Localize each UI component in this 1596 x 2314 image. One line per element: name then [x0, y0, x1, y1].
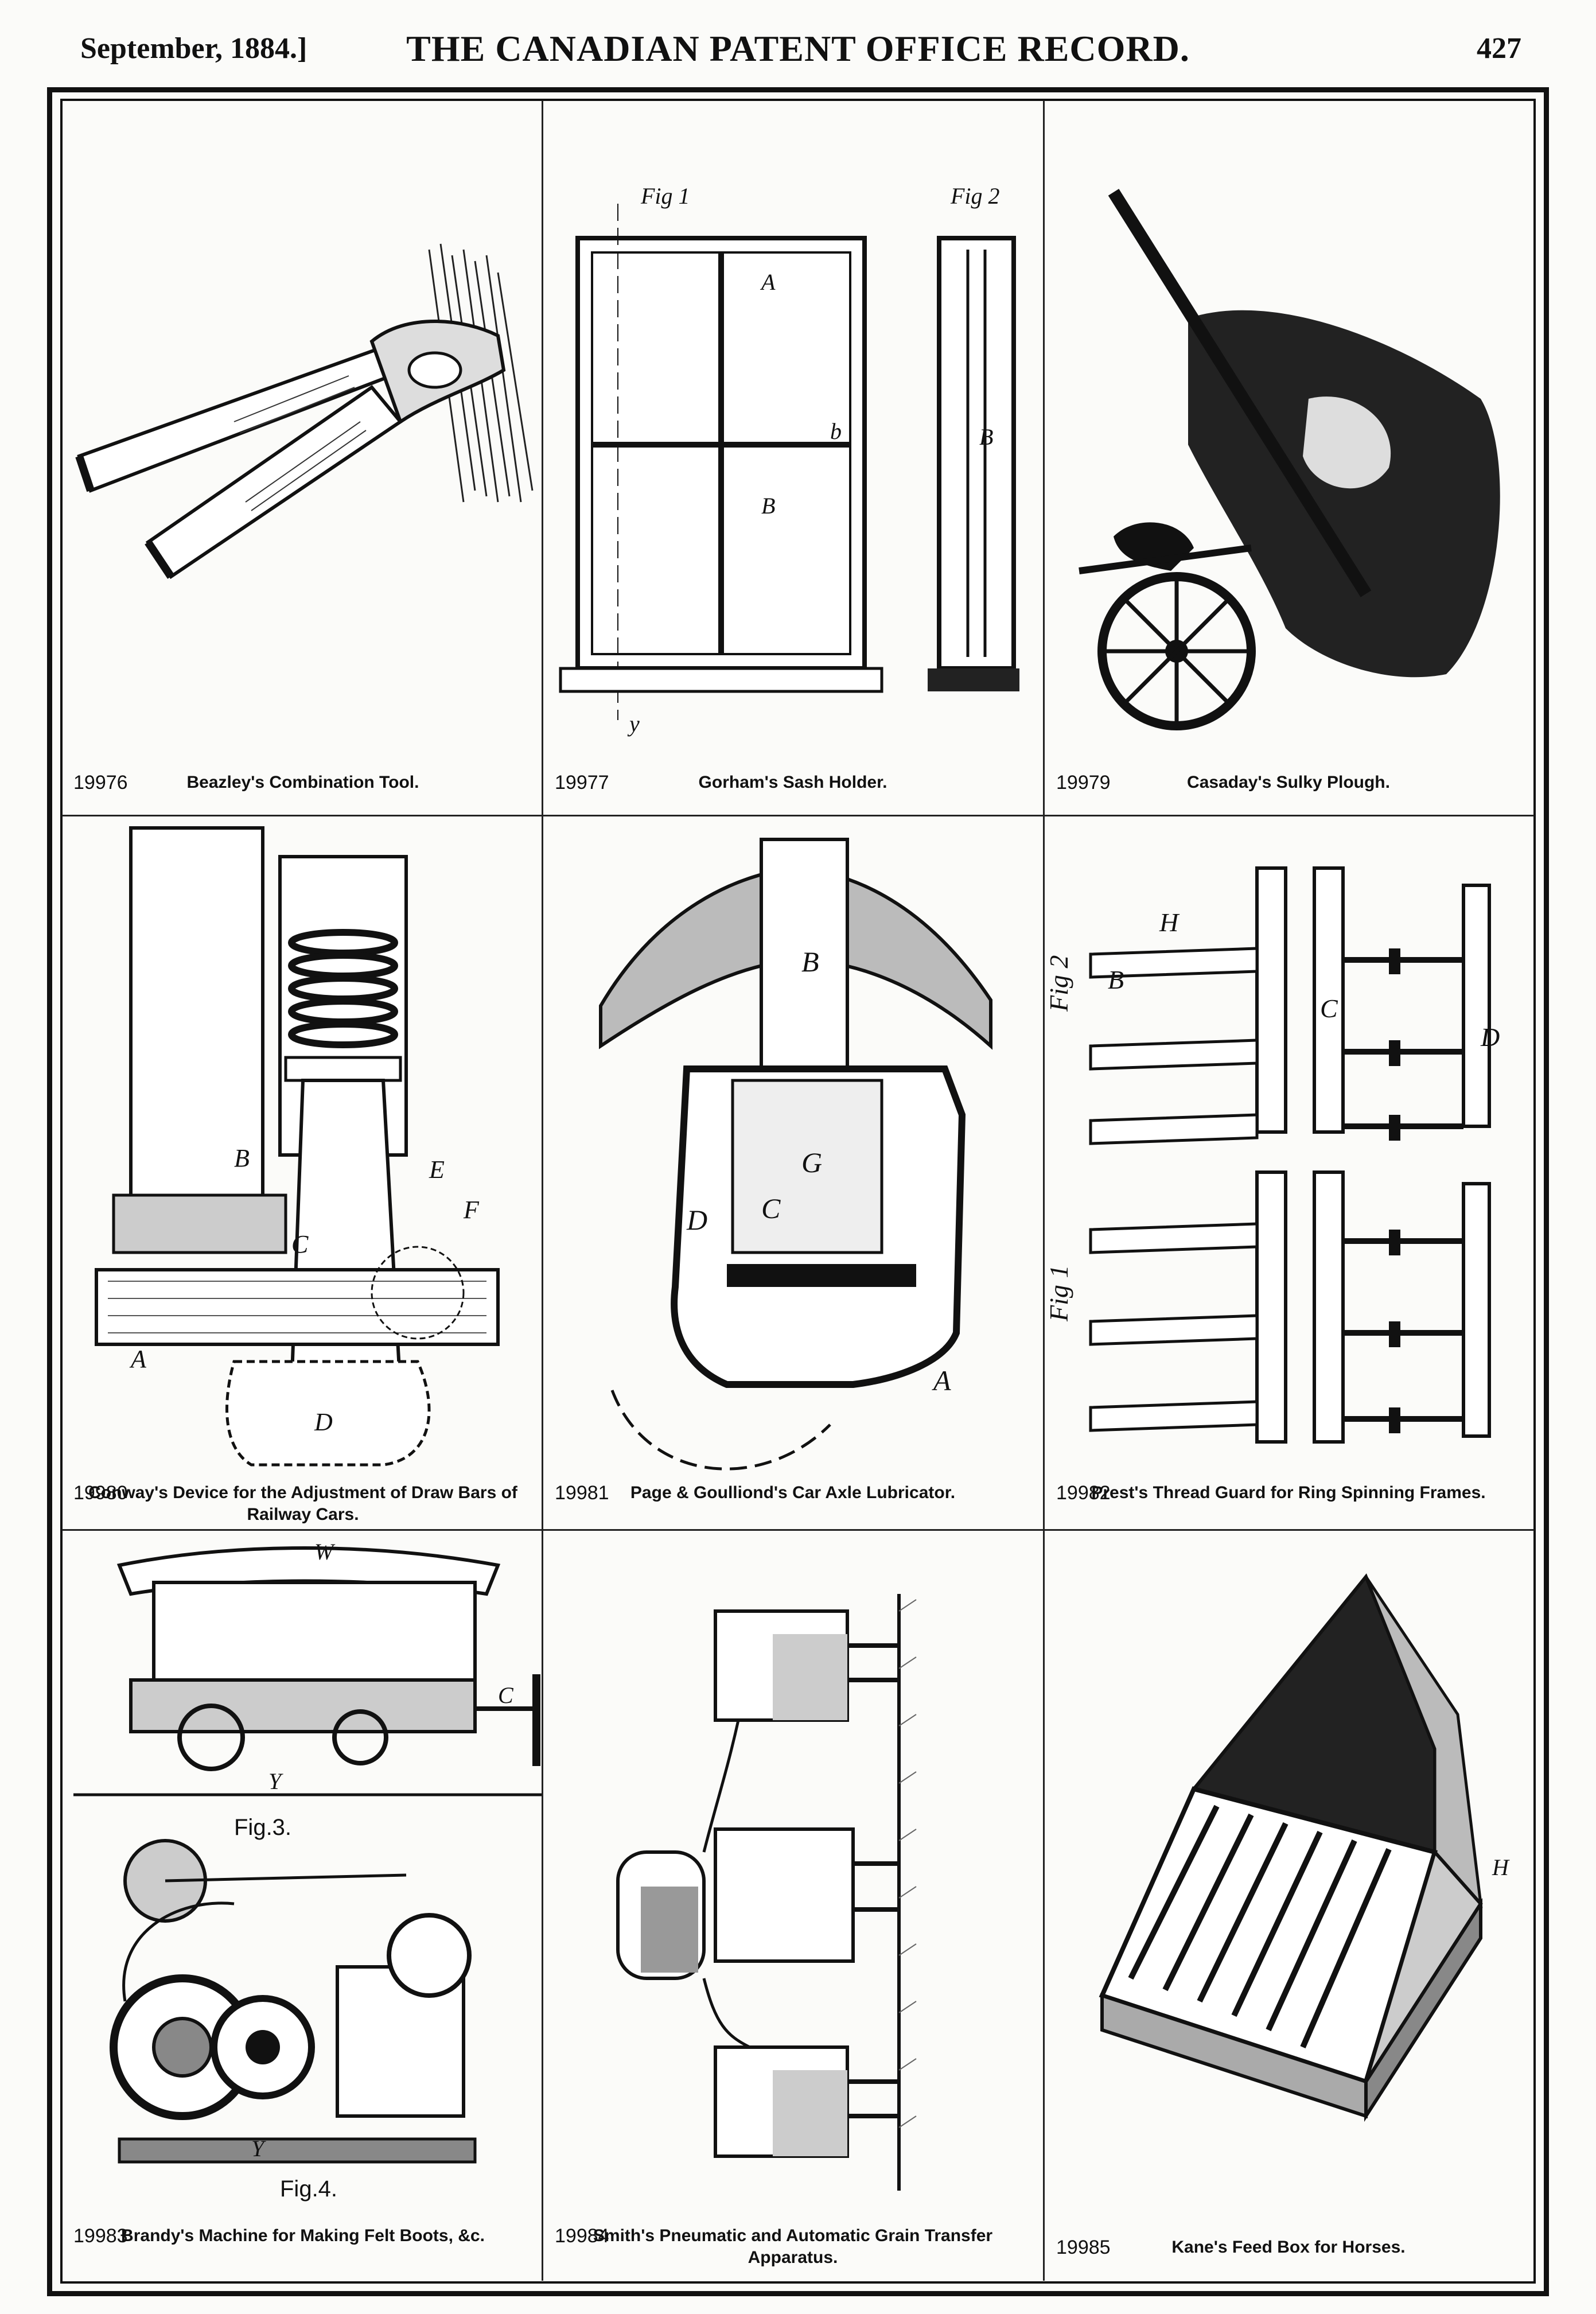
patent-number: 19984 — [555, 2225, 609, 2247]
patent-cell-19982: Fig 2 Fig 1 B C D H 19982 Prest's Thread G… — [1045, 816, 1534, 1529]
patent-title: Kane's Feed Box for Horses. — [1171, 2238, 1406, 2257]
draw-bar-illustration: A B C D EF — [95, 826, 500, 1467]
patent-title: Casaday's Sulky Plough. — [1187, 773, 1390, 792]
publication-title: THE CANADIAN PATENT OFFICE RECORD. — [406, 28, 1190, 69]
patent-title: Gorham's Sash Holder. — [698, 773, 887, 792]
patent-cell-19983: W Y C Y Fig.3. Fig.4. 19983 Brandy's Machi… — [62, 1531, 542, 2280]
issue-date: September, 1884.] — [80, 32, 307, 65]
patent-title: Smith's Pneumatic and Automatic Grain Tr… — [593, 2226, 993, 2267]
patent-title: Brandy's Machine for Making Felt Boots, … — [121, 2226, 485, 2245]
svg-text:F: F — [463, 1196, 480, 1224]
svg-text:D: D — [686, 1204, 707, 1236]
patent-cell-19976: 19976 Beazley's Combination Tool. — [62, 100, 542, 815]
fig-label: Fig 1 — [640, 183, 690, 209]
svg-text:W: W — [314, 1539, 336, 1565]
patent-cell-19984: 19984 Smith's Pneumatic and Automatic Gr… — [543, 1531, 1043, 2280]
patent-number: 19976 — [73, 772, 128, 794]
svg-text:b: b — [830, 418, 842, 444]
patent-caption: 19984 Smith's Pneumatic and Automatic Gr… — [555, 2225, 1031, 2269]
svg-text:D: D — [314, 1408, 333, 1436]
page-number: 427 — [1477, 32, 1521, 65]
inner-border — [60, 99, 1536, 2284]
patent-caption: 19976 Beazley's Combination Tool. — [73, 772, 532, 794]
sash-holder-illustration: Fig 1 Fig 2 A B b B y — [559, 183, 1019, 737]
row-divider — [62, 1529, 1534, 1531]
patent-title: Page & Goulliond's Car Axle Lubricator. — [630, 1483, 956, 1502]
svg-text:Y: Y — [251, 2136, 266, 2161]
patent-caption: 19982 Prest's Thread Guard for Ring Spin… — [1056, 1482, 1521, 1504]
svg-text:G: G — [801, 1146, 822, 1179]
fig-label: Fig.3. — [234, 1815, 291, 1840]
axle-lubricator-illustration: B C G D A — [599, 838, 992, 1471]
patent-number: 19980 — [73, 1482, 128, 1504]
svg-text:H: H — [1492, 1854, 1510, 1880]
svg-text:B: B — [979, 424, 993, 450]
svg-text:Fig 2: Fig 2 — [1045, 955, 1073, 1012]
svg-text:Y: Y — [268, 1768, 283, 1794]
patent-number: 19977 — [555, 772, 609, 794]
svg-text:C: C — [761, 1192, 781, 1224]
patent-number: 19982 — [1056, 1482, 1111, 1504]
outer-border — [47, 87, 1549, 2296]
svg-text:C: C — [1320, 994, 1338, 1023]
feed-box-illustration: H — [1099, 1573, 1510, 2122]
patent-caption: 19979 Casaday's Sulky Plough. — [1056, 772, 1521, 794]
column-divider — [1043, 100, 1045, 2281]
patent-title: Beazley's Combination Tool. — [186, 773, 419, 792]
svg-text:E: E — [429, 1156, 445, 1184]
svg-text:A: A — [932, 1364, 951, 1397]
thread-guard-illustration: Fig 2 Fig 1 B C D H — [1045, 866, 1500, 1444]
sulky-plough-illustration — [1079, 189, 1500, 730]
patent-title: Conway's Device for the Adjustment of Dr… — [88, 1483, 517, 1524]
page-header: September, 1884.] THE CANADIAN PATENT OF… — [0, 0, 1596, 86]
patent-cell-19985: H 19985 Kane's Feed Box for Horses. — [1045, 1531, 1534, 2280]
fig-label: Fig 2 — [950, 183, 1000, 209]
svg-text:C: C — [291, 1230, 309, 1258]
svg-text:B: B — [801, 946, 819, 978]
patent-number: 19985 — [1056, 2237, 1111, 2258]
tool-illustration — [75, 243, 534, 580]
svg-text:H: H — [1159, 908, 1180, 937]
felt-boot-machine-illustration: W Y C Y Fig.3. Fig.4. — [73, 1539, 542, 2202]
svg-text:C: C — [498, 1682, 514, 1708]
patent-number: 19979 — [1056, 772, 1111, 794]
svg-text:D: D — [1480, 1022, 1500, 1052]
svg-text:Fig 1: Fig 1 — [1045, 1265, 1073, 1322]
row-divider — [62, 815, 1534, 816]
svg-text:A: A — [760, 269, 776, 295]
svg-text:B: B — [234, 1144, 250, 1172]
patent-caption: 19981 Page & Goulliond's Car Axle Lubric… — [555, 1482, 1031, 1504]
svg-text:A: A — [129, 1345, 147, 1373]
patent-caption: 19983 Brandy's Machine for Making Felt B… — [73, 2225, 532, 2247]
column-divider — [542, 100, 543, 2281]
patent-number: 19983 — [73, 2225, 128, 2247]
patent-caption: 19980 Conway's Device for the Adjustment… — [73, 1482, 532, 1526]
patent-caption: 19985 Kane's Feed Box for Horses. — [1056, 2237, 1521, 2258]
fig-label: Fig.4. — [280, 2176, 337, 2202]
svg-text:B: B — [761, 493, 775, 519]
patent-caption: 19977 Gorham's Sash Holder. — [555, 772, 1031, 794]
patent-title: Prest's Thread Guard for Ring Spinning F… — [1091, 1483, 1486, 1502]
patent-cell-19977: Fig 1 Fig 2 A B b B y 19977 Gorham's Sas… — [543, 100, 1043, 815]
grain-transfer-illustration — [616, 1594, 917, 2191]
svg-text:B: B — [1108, 965, 1124, 994]
patent-cell-19979: 19979 Casaday's Sulky Plough. — [1045, 100, 1534, 815]
patent-number: 19981 — [555, 1482, 609, 1504]
patent-cell-19981: B C G D A 19981 Page & Goulliond's Car Axle… — [543, 816, 1043, 1529]
svg-text:y: y — [627, 711, 640, 737]
